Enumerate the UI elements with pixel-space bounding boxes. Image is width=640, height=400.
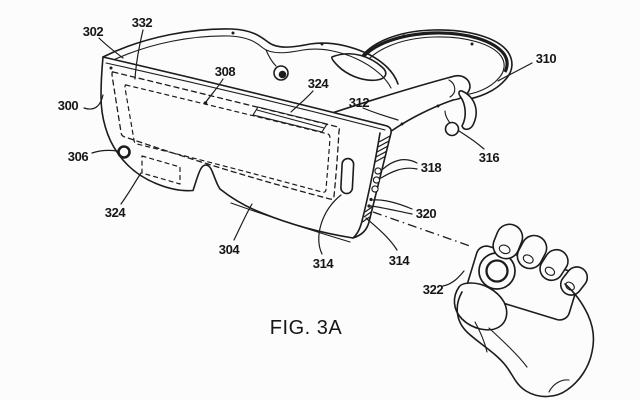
fingernail	[498, 244, 511, 255]
fingernail	[544, 266, 556, 276]
vent-hatch-top	[374, 135, 391, 163]
ear-hook	[458, 90, 477, 131]
band-rivet	[320, 42, 324, 46]
camera-lens	[117, 145, 131, 159]
remote-ring-button-inner	[485, 259, 509, 283]
strap-rivet	[402, 34, 406, 38]
leader-316	[458, 130, 485, 150]
leader-318	[382, 159, 418, 170]
ref-label-314-right: 314	[389, 253, 411, 268]
leader-302	[98, 37, 124, 59]
leader-320	[372, 199, 413, 210]
ref-label-322: 322	[423, 282, 444, 297]
hand	[453, 223, 595, 398]
ref-label-308: 308	[215, 64, 236, 79]
side-edge-panel	[362, 135, 391, 223]
temple-tip	[450, 74, 471, 101]
arm-rivet	[436, 104, 440, 108]
leader-324-top	[290, 90, 314, 113]
palm-crease	[474, 321, 488, 353]
temple-arm	[331, 74, 477, 137]
leader-306	[91, 149, 118, 154]
ref-label-324-bottom: 324	[105, 205, 127, 220]
leader-318	[380, 167, 418, 179]
top-band	[102, 28, 399, 89]
thumb	[453, 282, 508, 331]
wireless-link-line	[372, 211, 471, 247]
ref-label-332: 332	[132, 15, 153, 30]
leader-314-left	[318, 194, 342, 255]
strap-rivet	[470, 42, 474, 46]
leader-300	[83, 94, 104, 110]
side-buttons	[371, 167, 382, 193]
front-panel	[100, 56, 392, 243]
vent-slot-bottom-dashed	[141, 155, 181, 185]
side-oval-slot	[340, 157, 355, 195]
ref-label-306: 306	[68, 149, 89, 164]
side-dots	[367, 197, 373, 208]
leader-308	[205, 78, 224, 103]
leader-314-right	[365, 217, 398, 251]
head-strap	[356, 29, 513, 101]
leader-324-bottom	[120, 172, 142, 205]
vent-slot-top	[252, 106, 328, 133]
ref-label-324-top: 324	[308, 76, 330, 91]
figure-caption: FIG. 3A	[270, 317, 343, 339]
fingernail	[522, 254, 534, 264]
arm-rivet	[400, 122, 404, 126]
ref-label-316: 316	[479, 150, 500, 165]
leader-312	[362, 107, 399, 121]
palm-crease	[488, 327, 528, 368]
ref-label-310: 310	[536, 51, 557, 66]
leader-322	[442, 270, 465, 287]
wrist-crease	[548, 379, 570, 393]
vent-hatch-bottom	[362, 206, 373, 223]
leader-332	[134, 29, 144, 80]
side-earbud	[444, 121, 460, 137]
leader-304	[233, 203, 253, 241]
side-edge-crease	[352, 132, 381, 239]
ref-label-304: 304	[219, 242, 241, 257]
leader-310	[497, 62, 533, 82]
leader-lines	[83, 29, 533, 287]
fingers	[492, 223, 589, 296]
ref-label-320: 320	[416, 206, 437, 221]
ref-label-314-left: 314	[313, 256, 335, 271]
palm-outline	[456, 283, 595, 398]
ref-label-302: 302	[83, 24, 104, 39]
panel-rivet	[109, 66, 113, 70]
ref-label-300: 300	[58, 98, 79, 113]
fingernail	[565, 281, 575, 291]
band-end-blade	[330, 53, 387, 82]
band-rivet	[231, 31, 235, 35]
ref-label-312: 312	[349, 95, 370, 110]
reference-numerals: 300 302 332 308 324 312 310 316 318 320 …	[58, 15, 557, 297]
front-earbud	[265, 49, 289, 81]
leader-320	[370, 205, 413, 215]
strap-shaded-edge	[360, 31, 509, 73]
ref-label-318: 318	[421, 160, 442, 175]
